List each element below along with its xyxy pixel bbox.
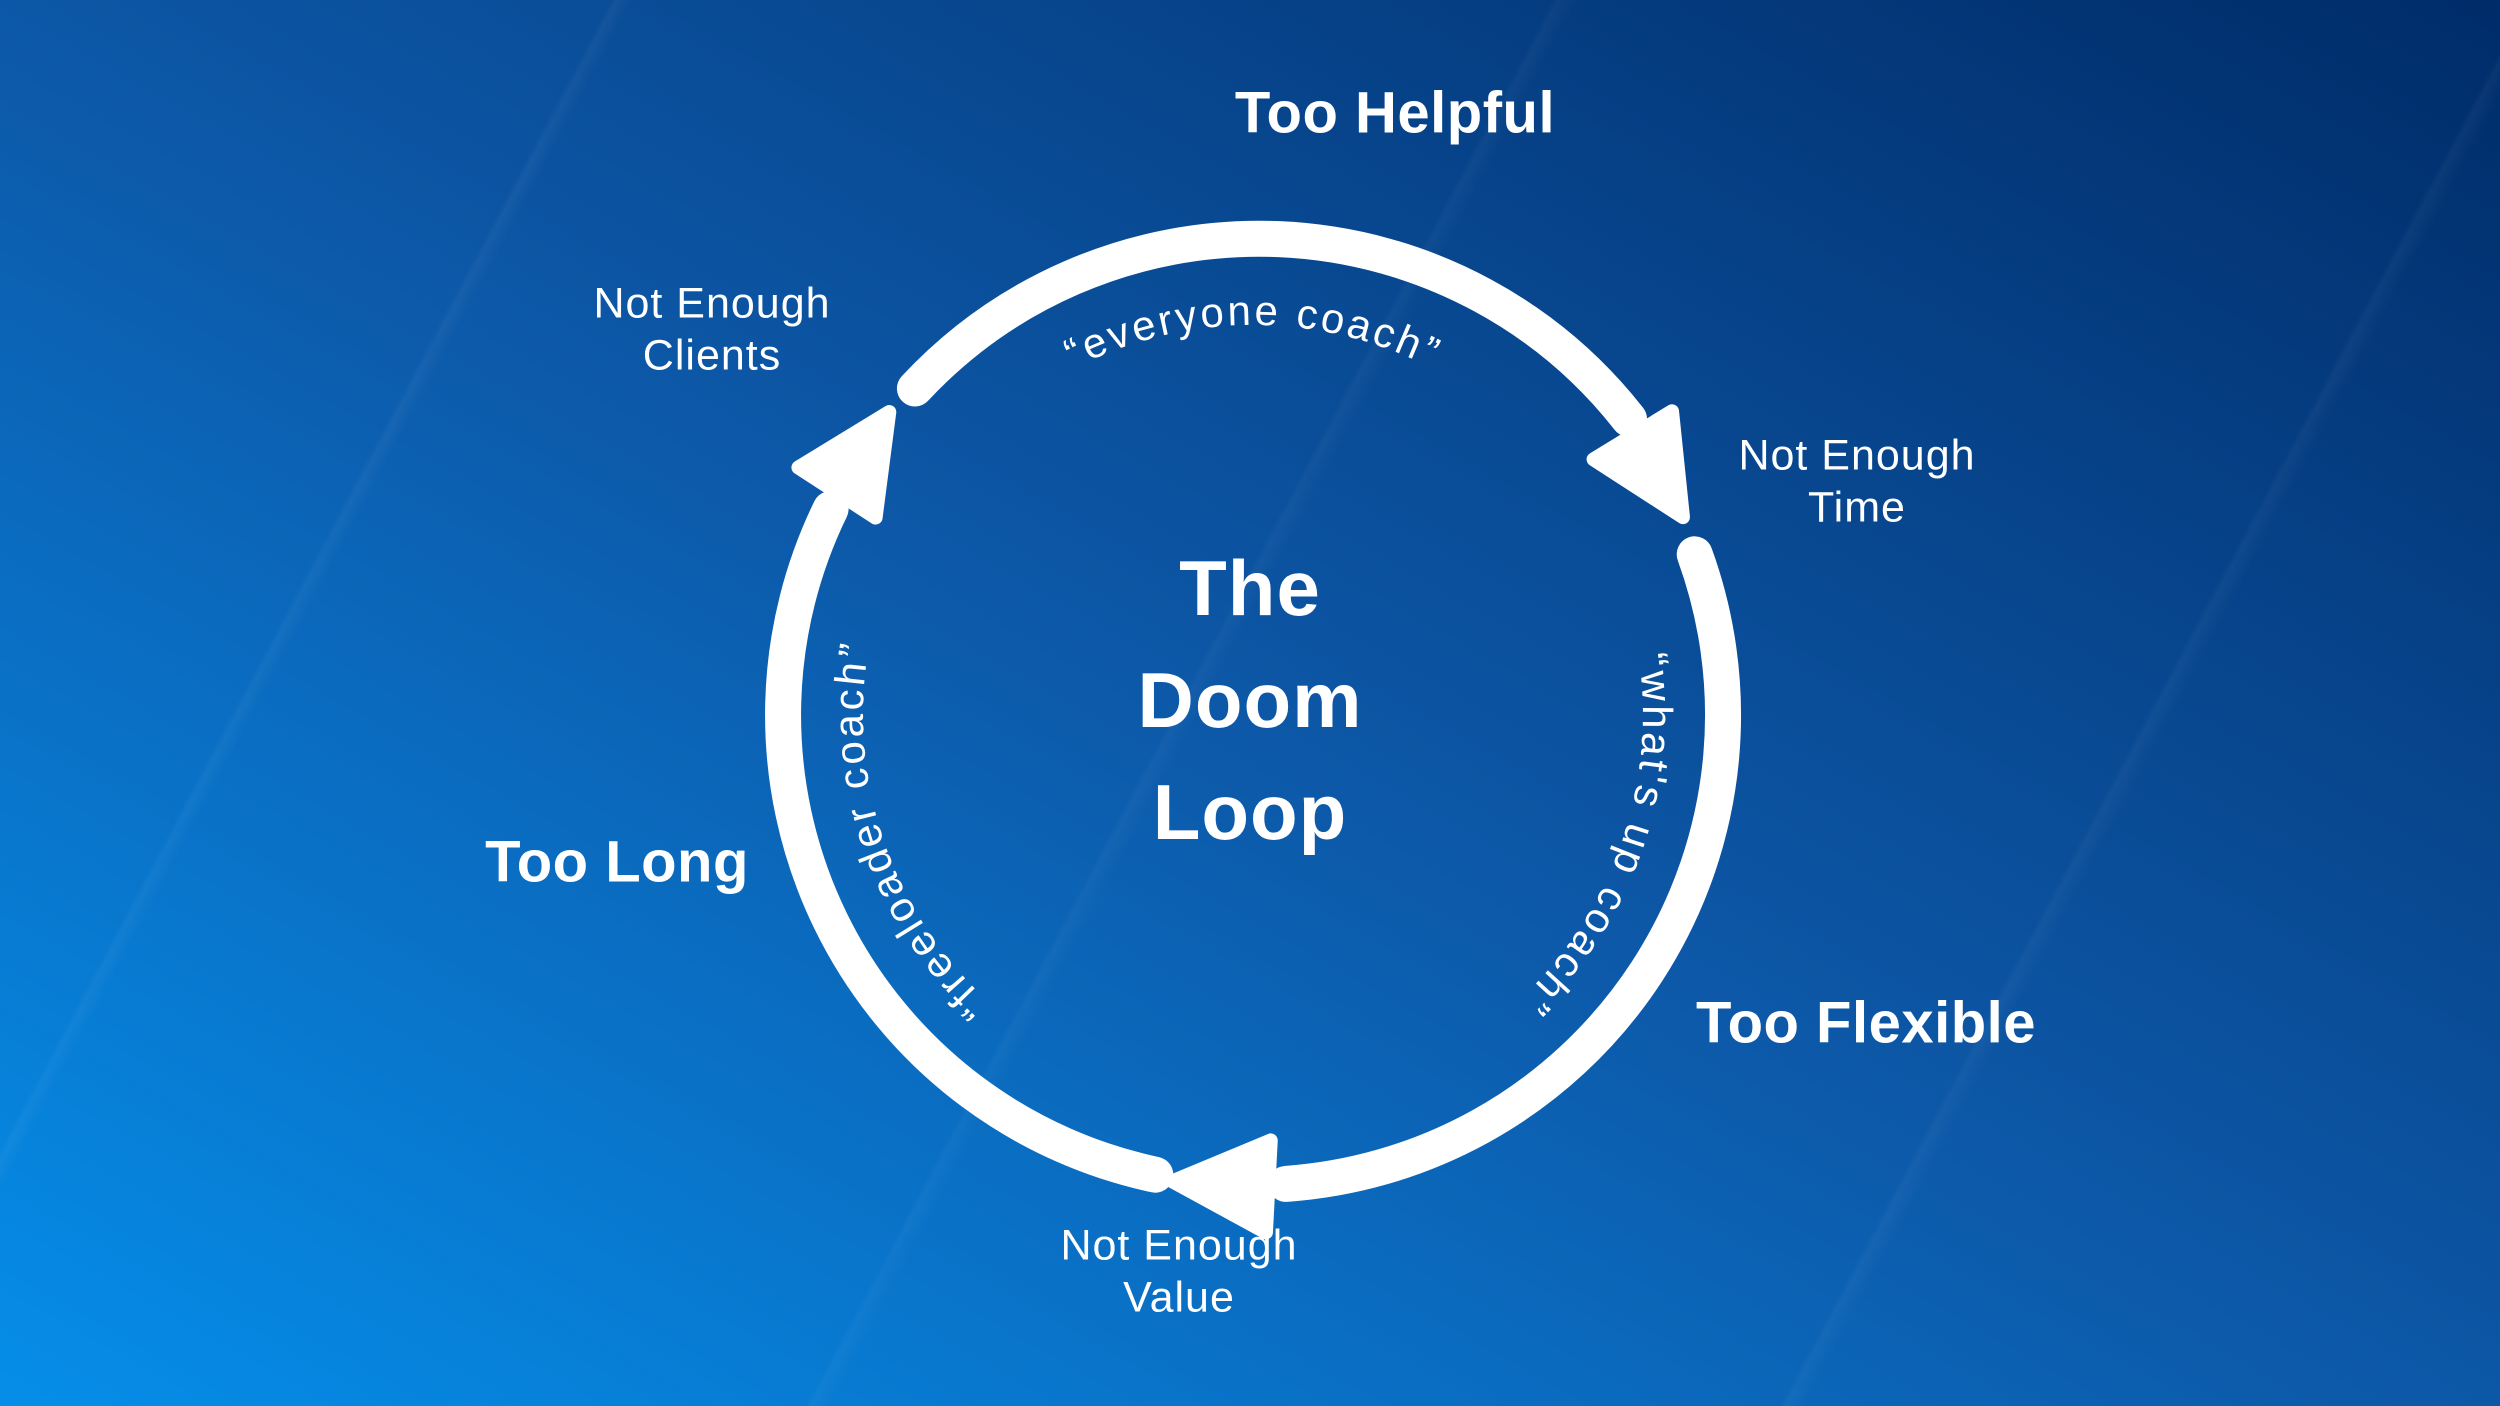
center-title-line-1: The — [1179, 544, 1321, 632]
arrowhead-icon-bottom — [1165, 1133, 1278, 1240]
loop-arc-left — [765, 491, 1174, 1193]
center-title: The Doom Loop — [1138, 532, 1363, 868]
label-too-long: Too Long — [485, 829, 749, 895]
label-not-enough-value: Not Enough Value — [1060, 1221, 1298, 1322]
arrowhead-icon-top-right — [1586, 404, 1690, 525]
loop-arc-right — [1267, 536, 1742, 1202]
label-too-helpful: Too Helpful — [1234, 80, 1556, 146]
curved-quote-top: “everyone coach” — [1057, 287, 1446, 377]
arrowhead-icon-top-left — [791, 405, 897, 525]
svg-text:“everyone coach”: “everyone coach” — [1057, 287, 1449, 377]
loop-arc-top — [896, 220, 1647, 437]
label-not-enough-time: Not Enough Time — [1738, 431, 1976, 532]
center-title-line-2: Doom — [1137, 656, 1363, 744]
label-too-flexible: Too Flexible — [1695, 990, 2037, 1056]
label-not-enough-clients: Not Enough Clients — [593, 279, 831, 380]
center-title-line-3: Loop — [1152, 768, 1348, 856]
